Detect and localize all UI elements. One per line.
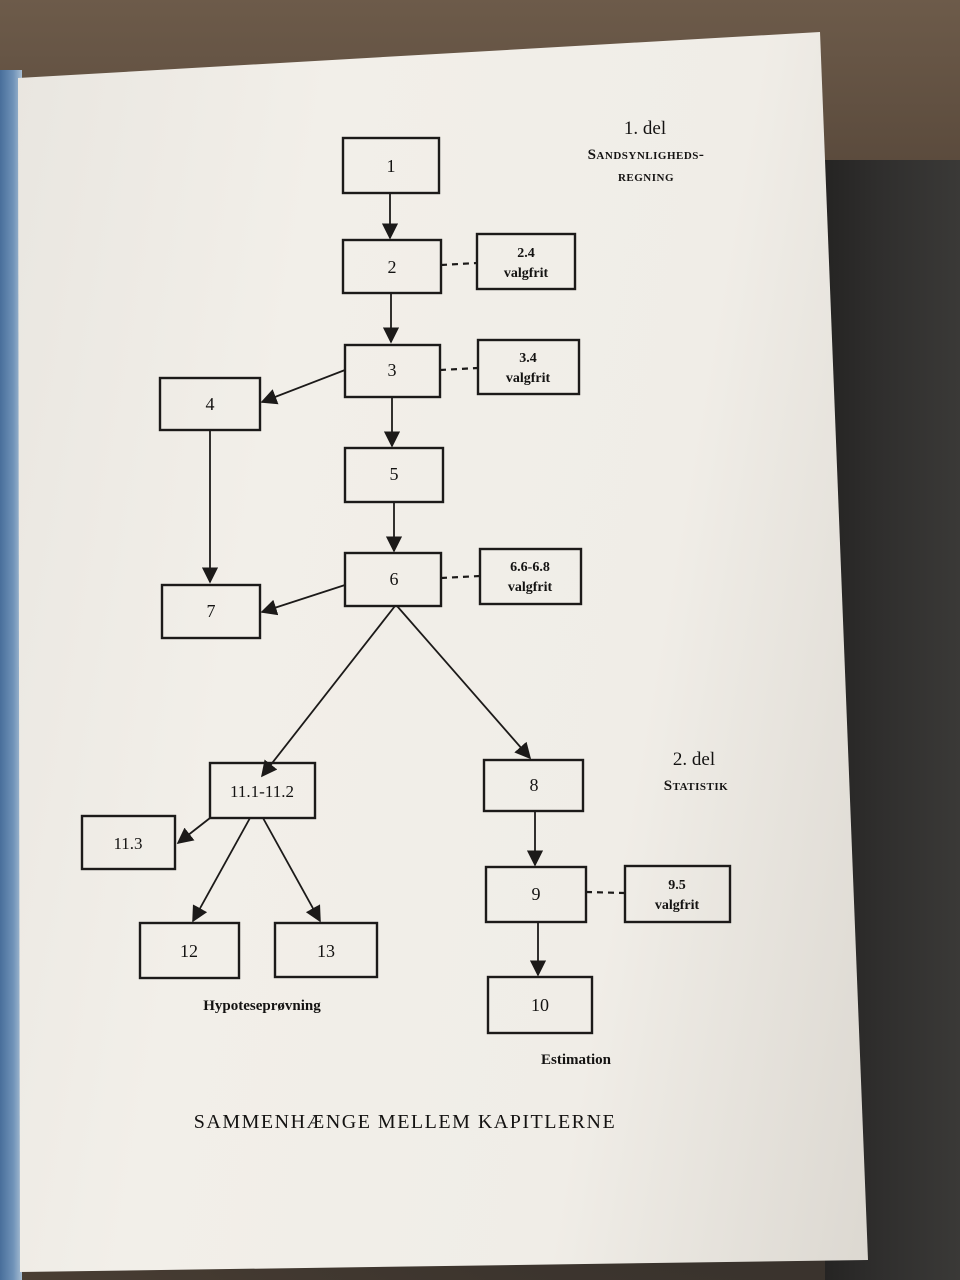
- dash-3-o34: [439, 366, 479, 372]
- dash-9-o95: [585, 890, 626, 895]
- node-4-label: 4: [206, 394, 215, 414]
- hypothesis-testing-label: Hypoteseprøvning: [203, 998, 321, 1014]
- node-10: 10: [486, 975, 594, 1035]
- node-6-label: 6: [390, 569, 399, 589]
- node-9: 9: [484, 865, 588, 924]
- part-2-header: 2. del Statistik: [664, 749, 728, 794]
- node-11-3: 11.3: [80, 814, 177, 871]
- optional-3-4-number: 3.4: [519, 351, 537, 366]
- dash-2-o24: [440, 261, 478, 267]
- edge-3-4: [260, 369, 346, 405]
- part-2-title: 2. del: [673, 749, 715, 770]
- node-10-label: 10: [531, 995, 549, 1015]
- dash-6-o66: [440, 574, 481, 580]
- node-7-label: 7: [207, 601, 216, 621]
- edge-11-113: [176, 817, 211, 844]
- edge-11-12: [192, 817, 251, 923]
- node-13-label: 13: [317, 941, 335, 961]
- optional-3-4: 3.4 valgfrit: [476, 338, 581, 396]
- node-6: 6: [343, 551, 443, 608]
- part-1-subtitle-line2: regning: [618, 169, 674, 185]
- optional-9-5: 9.5 valgfrit: [623, 864, 732, 924]
- node-2-label: 2: [388, 257, 397, 277]
- optional-2-4-number: 2.4: [517, 246, 535, 261]
- node-5-label: 5: [390, 464, 399, 484]
- node-11-3-label: 11.3: [113, 834, 142, 853]
- optional-9-5-note: valgfrit: [655, 898, 700, 913]
- optional-2-4: 2.4 valgfrit: [475, 232, 577, 291]
- edge-6-8: [396, 605, 532, 760]
- optional-2-4-note: valgfrit: [504, 266, 549, 281]
- node-5: 5: [343, 446, 445, 504]
- node-7: 7: [160, 583, 262, 640]
- estimation-label: Estimation: [541, 1052, 612, 1068]
- optional-6-6-6-8-number: 6.6-6.8: [510, 560, 550, 575]
- optional-6-6-6-8: 6.6-6.8 valgfrit: [478, 547, 583, 606]
- dependency-arrows: [176, 193, 547, 977]
- optional-9-5-number: 9.5: [668, 878, 686, 893]
- part-1-header: 1. del Sandsynligheds- regning: [588, 118, 705, 185]
- node-11-1-11-2: 11.1-11.2: [208, 761, 317, 820]
- node-12: 12: [138, 921, 241, 980]
- node-1: 1: [341, 136, 441, 195]
- node-3-label: 3: [388, 360, 397, 380]
- part-1-title: 1. del: [624, 118, 666, 139]
- node-13: 13: [273, 921, 379, 979]
- node-11-1-11-2-label: 11.1-11.2: [230, 782, 294, 801]
- node-2: 2: [341, 238, 443, 295]
- node-12-label: 12: [180, 941, 198, 961]
- edge-6-11: [261, 605, 396, 778]
- node-4: 4: [158, 376, 262, 432]
- book-cover-edge: [0, 70, 22, 1280]
- node-8: 8: [482, 758, 585, 813]
- optional-6-6-6-8-note: valgfrit: [508, 580, 553, 595]
- edge-11-13: [262, 817, 321, 923]
- node-1-label: 1: [387, 156, 396, 176]
- part-1-subtitle-line1: Sandsynligheds-: [588, 147, 705, 163]
- optional-3-4-note: valgfrit: [506, 371, 551, 386]
- diagram-caption: SAMMENHÆNGE MELLEM KAPITLERNE: [194, 1111, 616, 1133]
- node-3: 3: [343, 343, 442, 399]
- part-2-subtitle: Statistik: [664, 778, 728, 794]
- edge-6-7: [260, 584, 346, 616]
- node-8-label: 8: [530, 775, 539, 795]
- node-9-label: 9: [532, 884, 541, 904]
- book-page: [18, 32, 868, 1272]
